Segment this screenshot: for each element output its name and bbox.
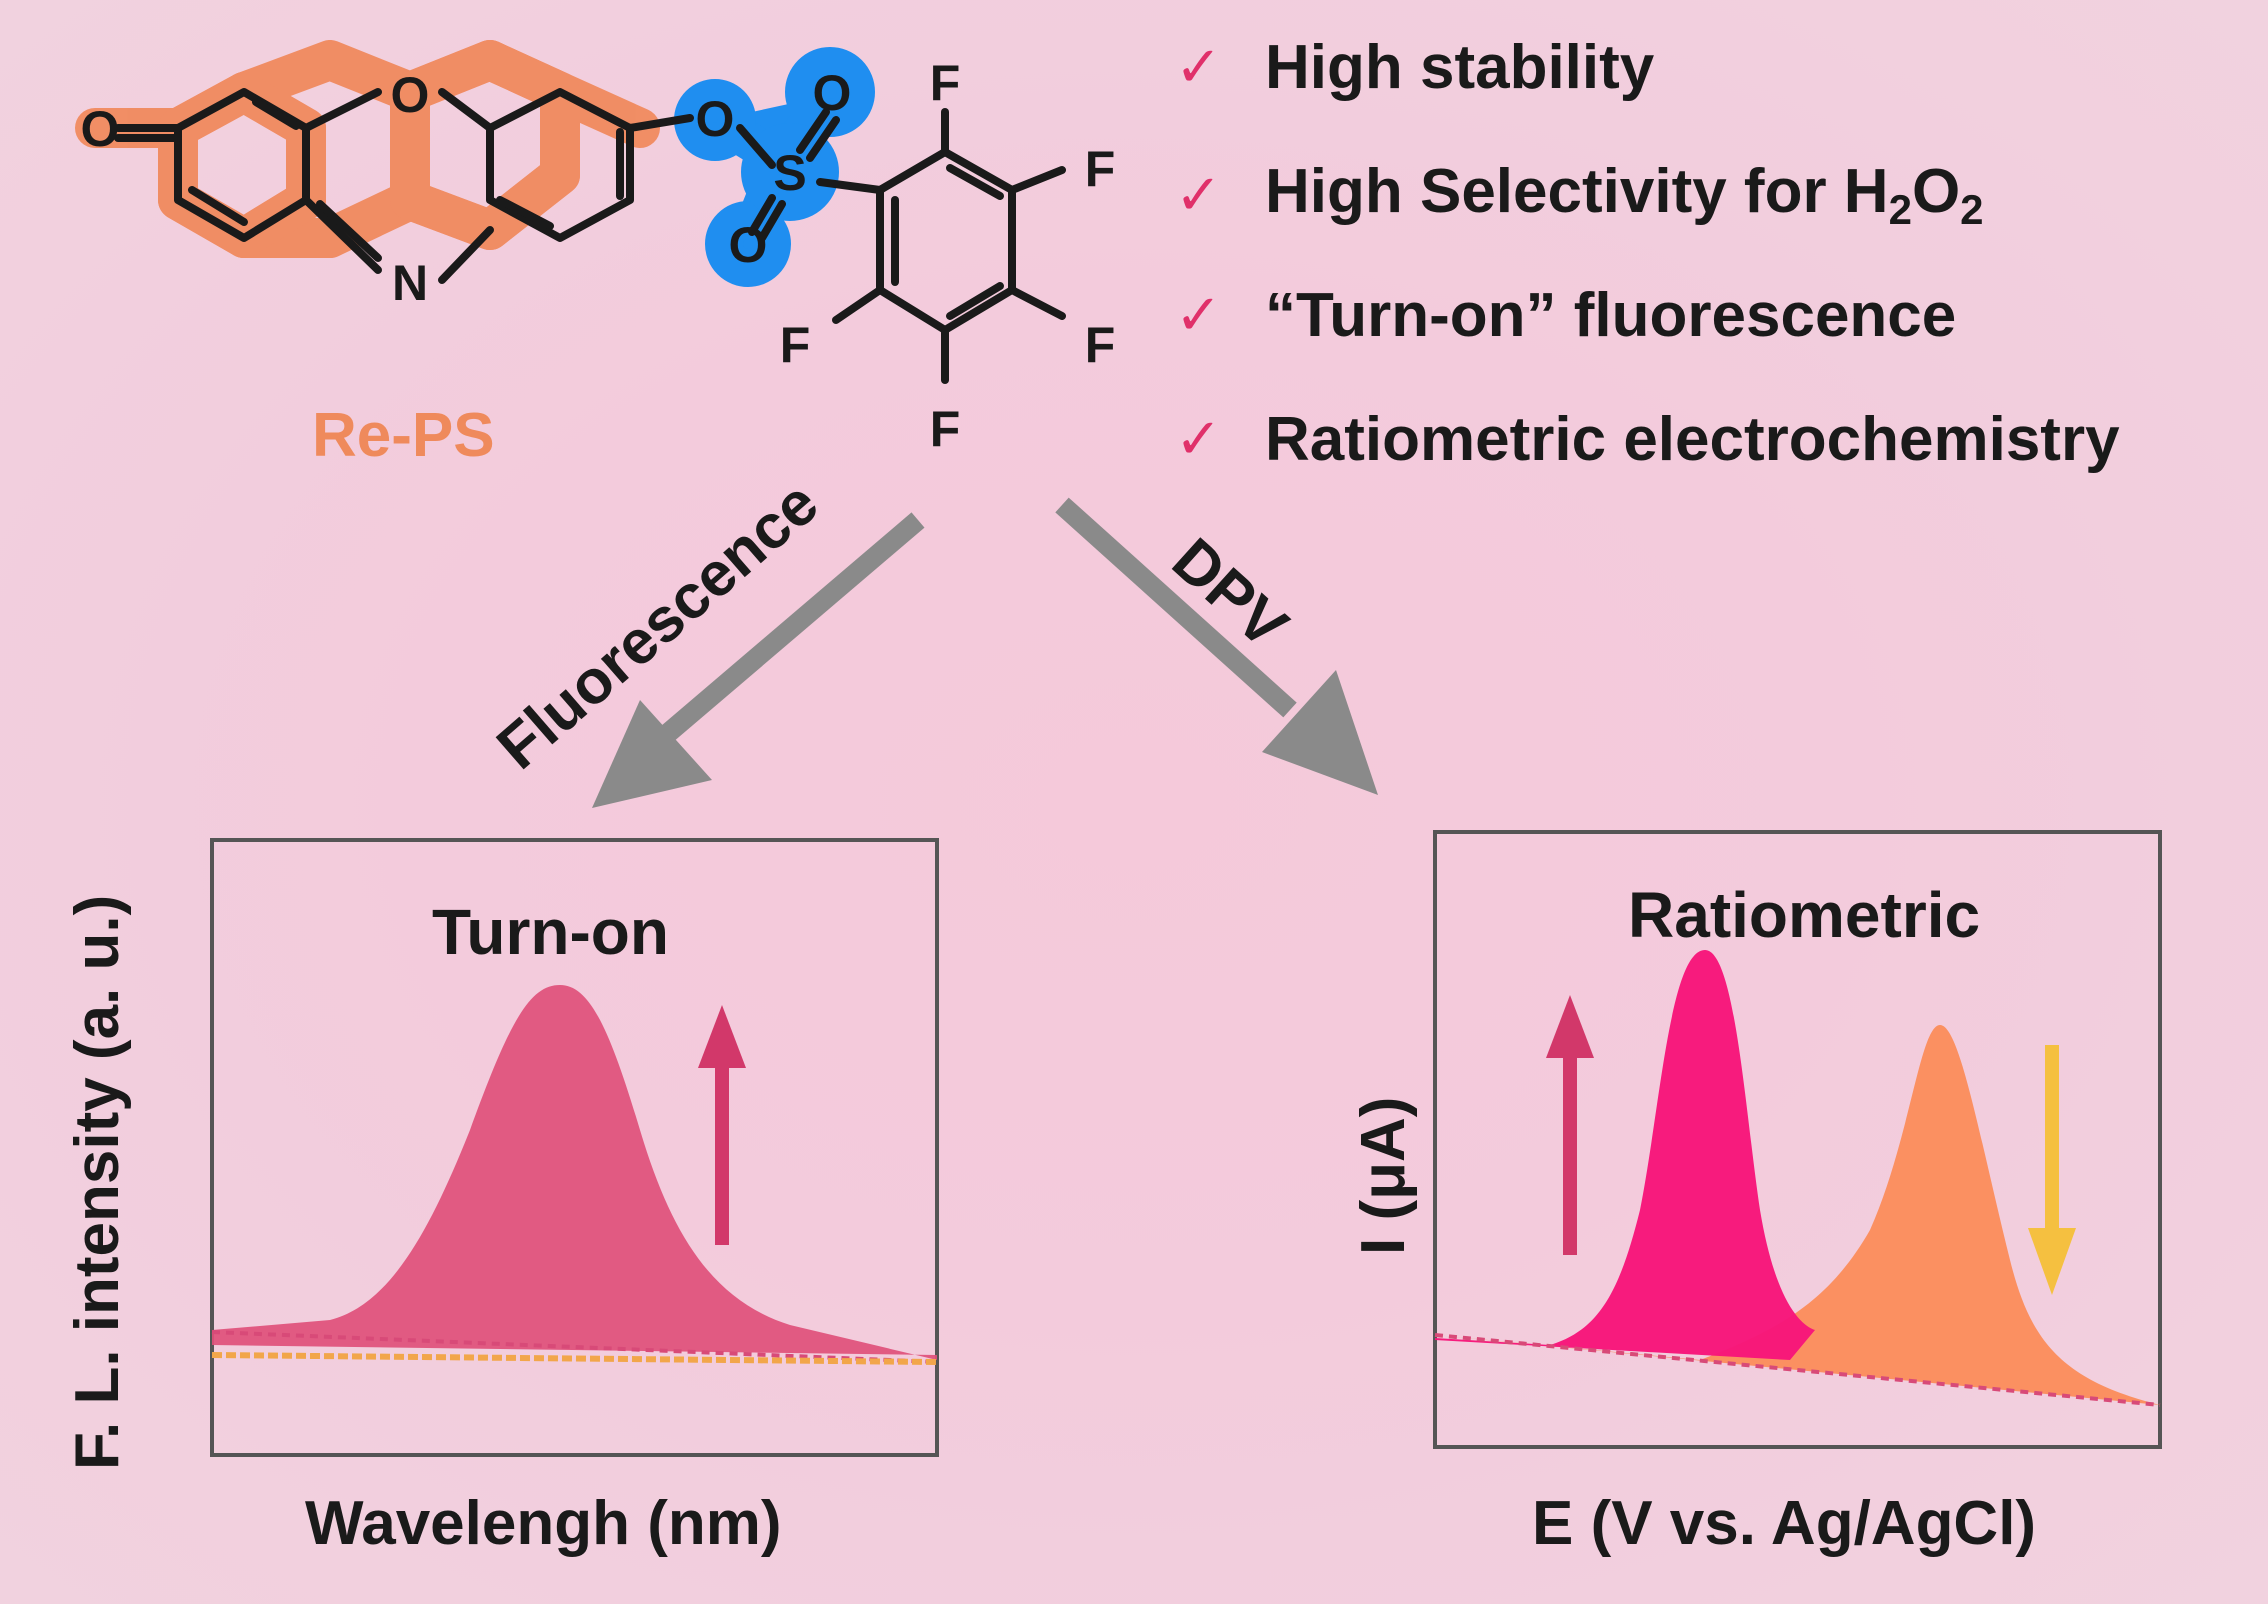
atom-f-top: F bbox=[930, 55, 961, 111]
atom-s: S bbox=[773, 145, 806, 201]
ratiometric-down-arrow-head bbox=[2028, 1228, 2076, 1295]
right-panel bbox=[1433, 830, 2162, 1449]
check-icon: ✓ bbox=[1175, 35, 1222, 100]
atom-n: N bbox=[392, 255, 428, 311]
atom-f-bottom: F bbox=[930, 401, 961, 457]
left-panel-ylabel: F. L. intensity (a. u.) bbox=[63, 894, 132, 1470]
turn-on-up-arrow-head bbox=[698, 1005, 746, 1068]
compound-name: Re-PS bbox=[312, 401, 495, 470]
feature-text: Ratiometric electrochemistry bbox=[1265, 405, 2120, 474]
turn-on-baseline-dashed bbox=[211, 1330, 938, 1364]
right-arrow-head bbox=[1262, 670, 1378, 795]
process-arrows bbox=[592, 497, 1378, 808]
left-panel-title: Turn-on bbox=[432, 896, 669, 968]
right-arrow-shaft bbox=[1055, 497, 1297, 718]
check-icon: ✓ bbox=[1175, 162, 1222, 228]
ratiometric-up-arrow-head bbox=[1546, 995, 1594, 1058]
right-panel-title: Ratiometric bbox=[1628, 879, 1981, 951]
feature-text: High stability bbox=[1265, 33, 1655, 102]
right-panel-frame bbox=[1433, 830, 2162, 1449]
atom-o-carbonyl: O bbox=[81, 101, 120, 157]
molecule-skeleton bbox=[114, 88, 1066, 384]
atom-o-sulfonyl-top: O bbox=[813, 65, 852, 121]
left-panel-frame bbox=[210, 838, 939, 1457]
turn-on-peak bbox=[212, 985, 937, 1360]
ratiometric-baseline bbox=[1434, 1333, 2161, 1407]
right-panel-xlabel: E (V vs. Ag/AgCl) bbox=[1532, 1489, 2037, 1558]
check-icon: ✓ bbox=[1175, 283, 1222, 348]
left-panel-xlabel: Wavelengh (nm) bbox=[305, 1489, 782, 1558]
right-panel-ylabel: I (μA) bbox=[1349, 1096, 1418, 1255]
atom-o-ester: O bbox=[696, 91, 735, 147]
feature-item: ✓ “Turn-on” fluorescence bbox=[1175, 280, 1956, 351]
feature-item: ✓ Ratiometric electrochemistry bbox=[1175, 404, 2120, 475]
check-icon: ✓ bbox=[1175, 407, 1222, 472]
feature-text: High Selectivity for H2O2 bbox=[1265, 157, 1984, 233]
left-arrow-head bbox=[592, 700, 712, 808]
feature-item: ✓ High stability bbox=[1175, 32, 1654, 103]
feature-item: ✓ High Selectivity for H2O2 bbox=[1175, 156, 1984, 234]
atom-o-bridge: O bbox=[391, 67, 430, 123]
left-panel bbox=[210, 838, 939, 1457]
atom-f-upper-right: F bbox=[1085, 141, 1116, 197]
left-arrow-shaft bbox=[653, 512, 925, 748]
atom-labels: O O N O S O O F F F F F bbox=[81, 55, 1116, 457]
atom-o-sulfonyl-bottom: O bbox=[729, 217, 768, 273]
ratiometric-orange-peak bbox=[1435, 1025, 2160, 1405]
atom-f-left: F bbox=[780, 317, 811, 373]
ratiometric-pink-peak bbox=[1435, 950, 1815, 1360]
feature-text: “Turn-on” fluorescence bbox=[1265, 281, 1957, 350]
atom-f-lower-right: F bbox=[1085, 317, 1116, 373]
turn-on-orange-baseline bbox=[211, 1352, 938, 1365]
